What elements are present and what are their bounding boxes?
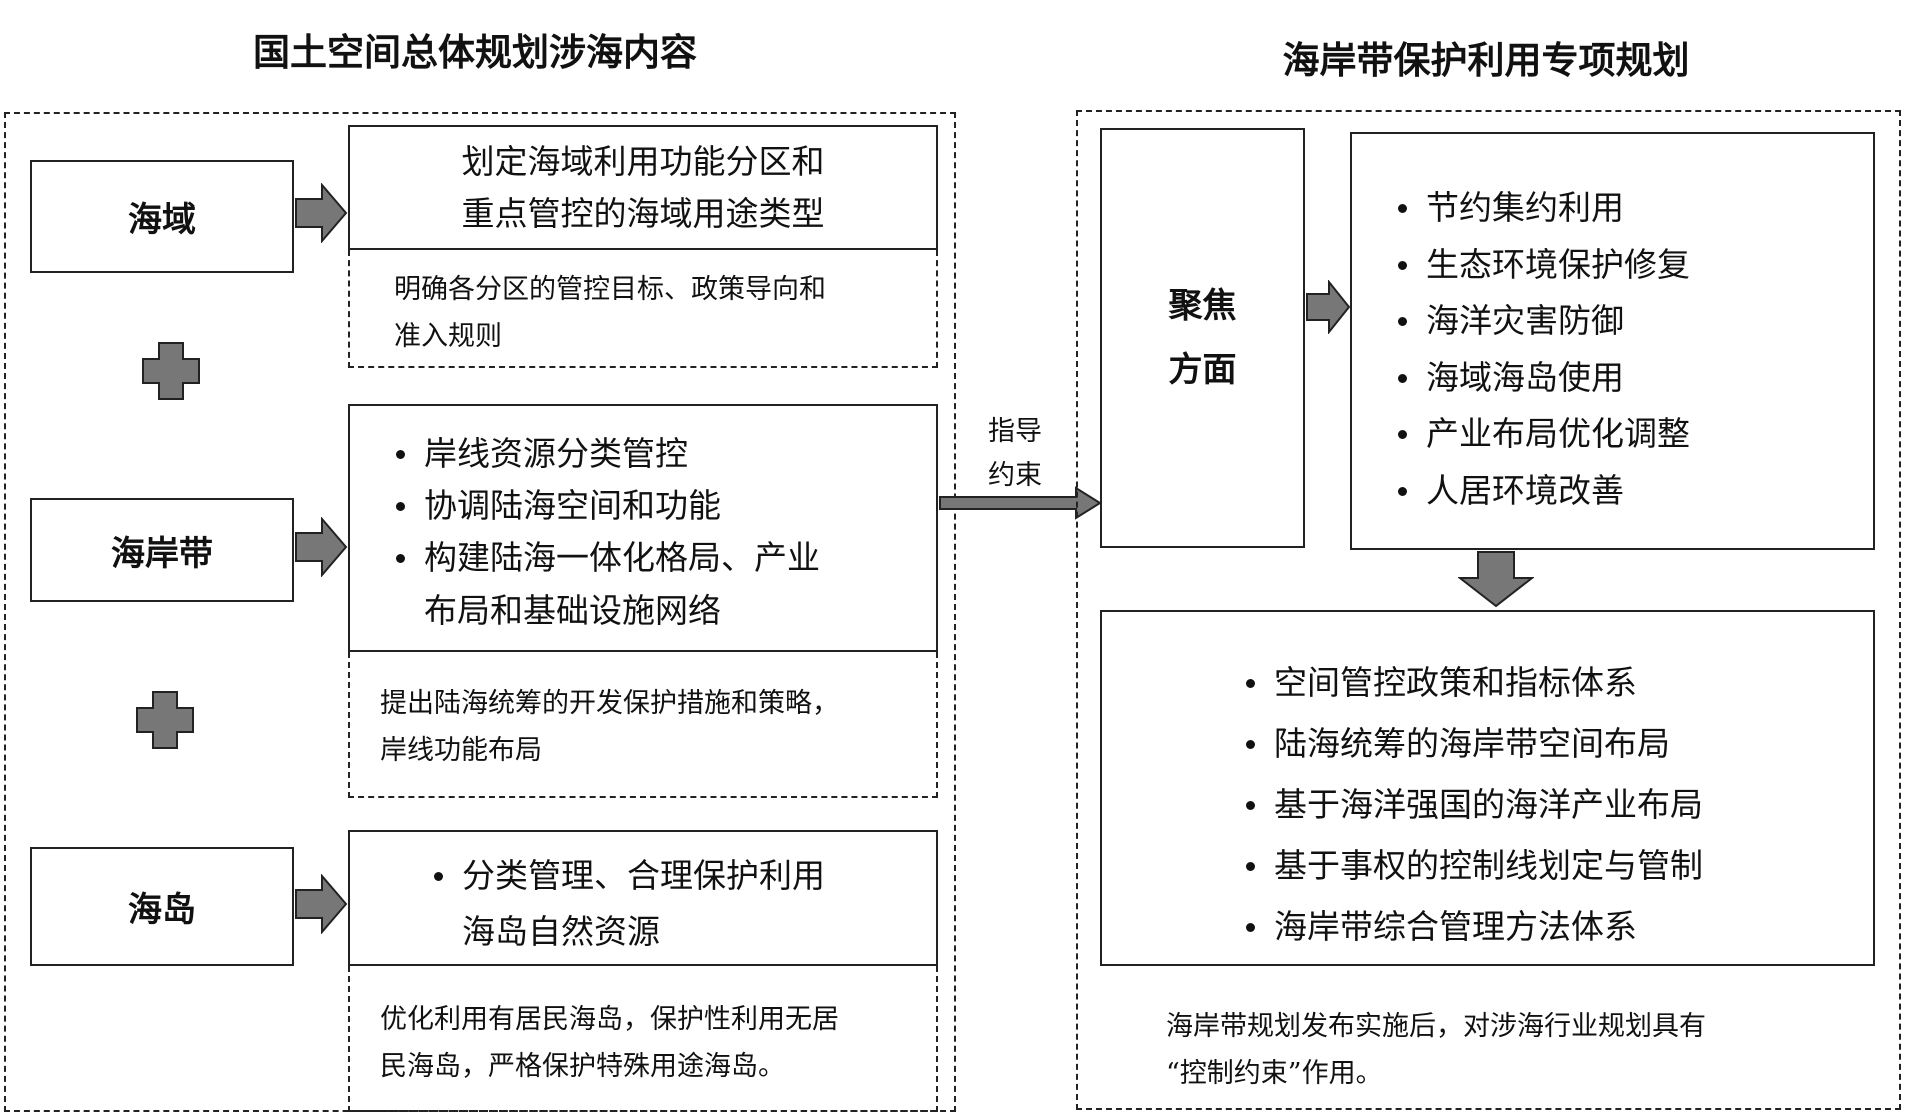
focus-label-line: 聚焦 — [1168, 286, 1237, 326]
focus-items-box: 节约集约利用 生态环境保护修复 海洋灾害防御 海域海岛使用 产业布局优化调整 人… — [1350, 132, 1875, 550]
focus-item: 生态环境保护修复 — [1392, 237, 1873, 294]
coastal-list-item: 构建陆海一体化格局、产业 — [390, 532, 936, 584]
coastal-zone-box: 岸线资源分类管控 协调陆海空间和功能 构建陆海一体化格局、产业 布局和基础设施网… — [348, 404, 938, 652]
sea-area-box-line: 划定海域利用功能分区和 — [461, 141, 825, 181]
connector-label: 指导 约束 — [970, 410, 1060, 498]
island-box: 分类管理、合理保护利用 海岛自然资源 — [348, 830, 938, 966]
sea-area-note-line: 准入规则 — [394, 321, 502, 352]
focus-item: 人居环境改善 — [1392, 463, 1873, 520]
sea-area-note-line: 明确各分区的管控目标、政策导向和 — [394, 274, 826, 305]
category-island: 海岛 — [30, 847, 294, 966]
focus-label-line: 方面 — [1168, 350, 1237, 390]
right-note: 海岸带规划发布实施后，对涉海行业规划具有 “控制约束”作用。 — [1166, 1003, 1866, 1097]
focus-item: 节约集约利用 — [1392, 180, 1873, 237]
right-frame — [1076, 110, 1901, 1110]
right-note-line: 海岸带规划发布实施后，对涉海行业规划具有 — [1166, 1011, 1706, 1042]
focus-label-box: 聚焦 方面 — [1100, 128, 1305, 548]
connector-label-line: 约束 — [988, 460, 1042, 491]
arrow-right-icon — [294, 517, 348, 577]
coastal-list-item: 岸线资源分类管控 — [390, 428, 936, 480]
island-list-item: 分类管理、合理保护利用 — [428, 850, 936, 902]
output-item: 基于事权的控制线划定与管制 — [1240, 835, 1873, 896]
arrow-right-icon — [294, 183, 348, 243]
sea-area-box-line: 重点管控的海域用途类型 — [461, 193, 825, 233]
focus-item: 海洋灾害防御 — [1392, 293, 1873, 350]
right-title: 海岸带保护利用专项规划 — [1282, 38, 1690, 82]
connector-label-line: 指导 — [988, 416, 1042, 447]
focus-item: 海域海岛使用 — [1392, 350, 1873, 407]
arrow-down-icon — [1458, 550, 1534, 608]
coastal-list-item: 协调陆海空间和功能 — [390, 480, 936, 532]
focus-item: 产业布局优化调整 — [1392, 406, 1873, 463]
left-title: 国土空间总体规划涉海内容 — [253, 30, 697, 74]
island-note-line: 优化利用有居民海岛，保护性利用无居 — [380, 1004, 839, 1035]
sea-area-zoning-box: 划定海域利用功能分区和 重点管控的海域用途类型 — [348, 125, 938, 250]
coastal-note-line: 提出陆海统筹的开发保护措施和策略， — [380, 688, 839, 719]
output-item: 陆海统筹的海岸带空间布局 — [1240, 713, 1873, 774]
right-note-line: “控制约束”作用。 — [1166, 1058, 1383, 1089]
coastal-zone-note: 提出陆海统筹的开发保护措施和策略， 岸线功能布局 — [348, 652, 938, 798]
plus-icon — [141, 341, 201, 401]
output-item: 海岸带综合管理方法体系 — [1240, 896, 1873, 957]
plus-icon — [135, 690, 195, 750]
category-sea-area: 海域 — [30, 160, 294, 273]
island-list-continuation: 海岛自然资源 — [462, 912, 660, 951]
island-note-line: 民海岛，严格保护特殊用途海岛。 — [380, 1051, 785, 1082]
arrow-right-icon — [294, 874, 348, 934]
category-coastal-zone: 海岸带 — [30, 498, 294, 602]
coastal-list-continuation: 布局和基础设施网络 — [424, 591, 721, 630]
output-item: 空间管控政策和指标体系 — [1240, 652, 1873, 713]
coastal-note-line: 岸线功能布局 — [380, 735, 542, 766]
arrow-right-icon — [1305, 280, 1351, 334]
sea-area-note: 明确各分区的管控目标、政策导向和 准入规则 — [348, 250, 938, 368]
output-item: 基于海洋强国的海洋产业布局 — [1240, 774, 1873, 835]
output-items-box: 空间管控政策和指标体系 陆海统筹的海岸带空间布局 基于海洋强国的海洋产业布局 基… — [1100, 610, 1875, 966]
island-note: 优化利用有居民海岛，保护性利用无居 民海岛，严格保护特殊用途海岛。 — [348, 966, 938, 1112]
